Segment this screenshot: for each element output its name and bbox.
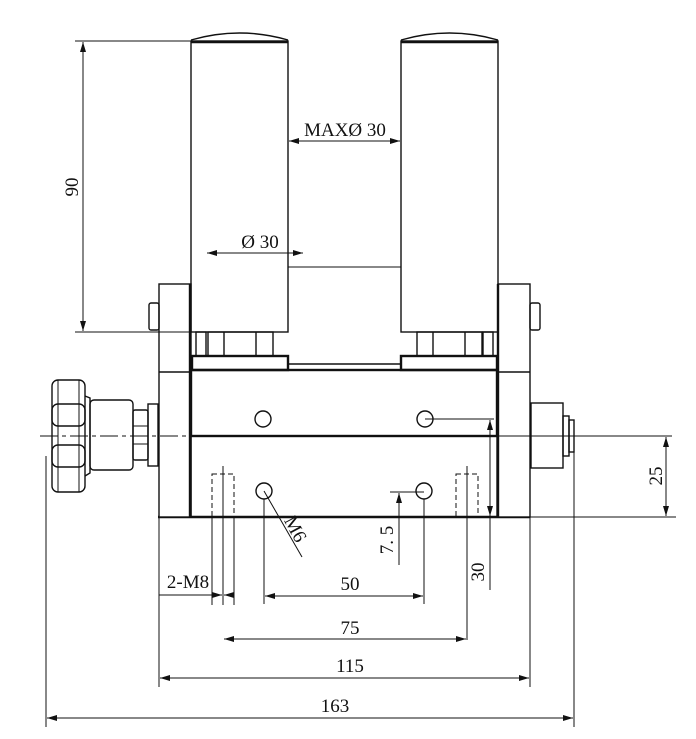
upper-block: [189, 368, 499, 438]
dim-hole-offset: 7. 5: [377, 491, 424, 565]
upper-hole-left: [254, 410, 272, 428]
svg-text:MAXØ 30: MAXØ 30: [304, 120, 386, 141]
lower-hole-right: [415, 482, 433, 500]
left-roller-nut: [190, 331, 290, 372]
svg-text:163: 163: [321, 696, 350, 717]
svg-text:30: 30: [468, 563, 489, 582]
dim-m8-label: 2-M8: [159, 517, 235, 605]
svg-text:90: 90: [62, 178, 83, 197]
dim-base-height: 30: [425, 418, 494, 590]
svg-text:115: 115: [336, 656, 364, 677]
svg-text:2-M8: 2-M8: [167, 572, 209, 593]
right-roller-nut: [399, 331, 499, 372]
right-side-plate: [496, 283, 541, 518]
dim-m8-spacing: 75: [224, 618, 466, 642]
svg-text:7. 5: 7. 5: [377, 526, 398, 555]
left-side-plate: [148, 283, 192, 518]
dim-roller-diameter: Ø 30: [207, 232, 401, 268]
dim-hole-spacing: 50: [263, 499, 425, 604]
svg-text:Ø 30: Ø 30: [241, 232, 278, 253]
right-roller: [400, 32, 499, 333]
dim-center-height: 25: [530, 437, 676, 518]
svg-text:25: 25: [646, 467, 667, 486]
dim-m6-leader: M6: [263, 490, 310, 558]
dim-overall-width: 163: [45, 452, 575, 727]
dim-roller-height: 90: [62, 40, 191, 333]
svg-text:75: 75: [341, 618, 360, 639]
svg-text:50: 50: [341, 574, 360, 595]
left-roller: [190, 32, 289, 333]
star-knob-icon[interactable]: [51, 379, 159, 493]
dim-base-width: 115: [158, 517, 531, 687]
dim-max-gap: MAXØ 30: [289, 120, 400, 144]
lower-base: [158, 435, 530, 640]
